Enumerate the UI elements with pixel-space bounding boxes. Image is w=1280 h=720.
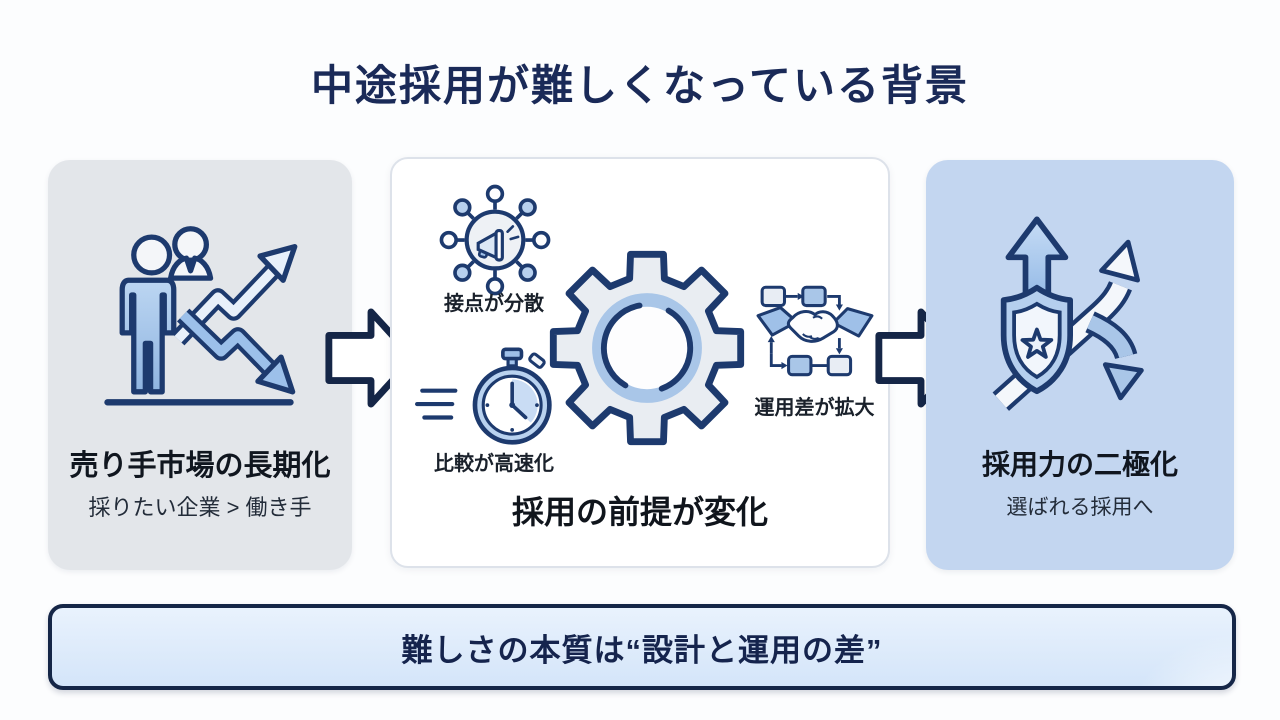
shield-diverging-arrows-icon: [992, 216, 1144, 411]
panel-left-title: 売り手市場の長期化: [69, 450, 331, 482]
conclusion-banner: 難しさの本質は“設計と運用の差”: [48, 604, 1236, 690]
panel-right-title: 採用力の二極化: [981, 449, 1178, 480]
handshake-workflow-icon: [756, 285, 874, 377]
label-comparison-faster: 比較が高速化: [434, 453, 554, 475]
megaphone-network-icon: [439, 184, 551, 296]
panel-premise-change: 接点が分散 比較が高速化: [390, 157, 890, 568]
page-title: 中途採用が難しくなっている背景: [311, 62, 969, 109]
gear-icon: [549, 250, 745, 446]
conclusion-text: 難しさの本質は“設計と運用の差”: [401, 632, 883, 668]
label-touchpoints-dispersed: 接点が分散: [444, 293, 544, 315]
panel-sellers-market: 売り手市場の長期化 採りたい企業 > 働き手: [48, 160, 352, 570]
panel-right-subtitle: 選ばれる採用へ: [1006, 496, 1154, 519]
speed-stopwatch-icon: [415, 347, 552, 445]
people-growth-decline-arrows-icon: [104, 226, 298, 406]
panel-polarization: 採用力の二極化 選ばれる採用へ: [926, 160, 1234, 570]
label-operations-gap: 運用差が拡大: [754, 397, 875, 419]
panel-left-subtitle: 採りたい企業 > 働き手: [88, 495, 312, 520]
panel-middle-caption: 採用の前提が変化: [511, 494, 768, 530]
